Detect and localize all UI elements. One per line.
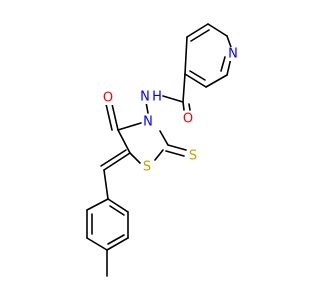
atom-label: O: [103, 91, 113, 106]
bond: [107, 234, 125, 245]
atom-label: S: [189, 149, 197, 164]
bond: [107, 198, 129, 213]
atom-s-ring: S: [141, 160, 153, 175]
atom-label: N: [143, 115, 153, 130]
bond: [154, 149, 164, 161]
bond: [103, 169, 109, 200]
atom-labels: N N H O N O S S: [102, 47, 239, 175]
atom-o-amide: O: [182, 112, 195, 127]
atom-label: H: [152, 90, 162, 105]
atom-label: S: [143, 160, 151, 175]
bond: [207, 23, 228, 37]
bond: [106, 237, 129, 251]
bond: [165, 150, 185, 157]
bond: [188, 103, 191, 111]
bond: [167, 144, 187, 151]
bond: [184, 36, 188, 75]
bond: [109, 205, 125, 216]
atom-n-amide: N: [139, 90, 150, 105]
molecule-diagram: N N H O N O S S: [86, 23, 239, 277]
bond: [205, 74, 228, 88]
bond: [100, 149, 127, 167]
bond: [182, 73, 186, 103]
bond: [190, 29, 210, 42]
atom-h-amide: H: [151, 90, 162, 105]
bond: [105, 103, 113, 131]
atom-n-pyridine: N: [227, 47, 239, 62]
bond: [220, 56, 226, 72]
bond: [117, 129, 131, 154]
bond: [186, 23, 209, 38]
bond: [162, 95, 184, 103]
atom-label: N: [140, 90, 150, 105]
bond: [189, 70, 206, 81]
atom-o-ring: O: [102, 91, 115, 106]
bond: [182, 101, 185, 111]
bond: [129, 152, 141, 164]
atom-n-ring: N: [142, 115, 154, 130]
bond: [184, 73, 207, 88]
atom-s-thione: S: [187, 149, 199, 164]
bonds: [86, 23, 233, 277]
atom-label: O: [183, 112, 193, 127]
bond: [86, 198, 109, 211]
bond: [86, 237, 108, 251]
atom-label: N: [228, 47, 238, 62]
bond: [117, 122, 142, 131]
bond: [111, 103, 119, 131]
bond: [159, 130, 169, 146]
bond: [103, 152, 131, 171]
